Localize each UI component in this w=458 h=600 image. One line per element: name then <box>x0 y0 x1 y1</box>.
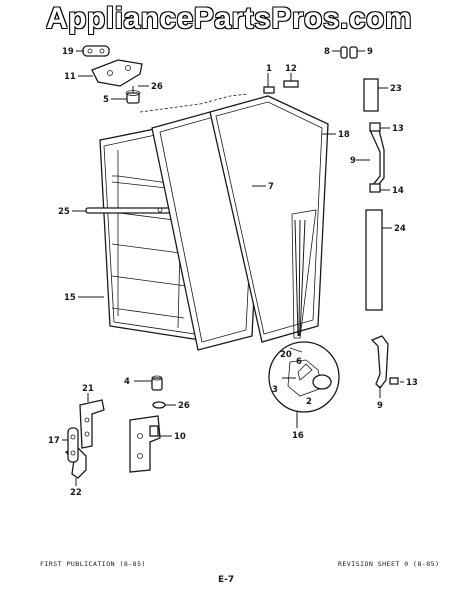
cap-part-8 <box>340 46 348 59</box>
leader-lines <box>62 50 404 486</box>
washer-part-26-bottom <box>152 401 166 409</box>
callout-18: 18 <box>338 130 350 140</box>
callout-16: 16 <box>292 431 304 441</box>
callout-3: 3 <box>272 385 278 395</box>
callout-9-top: 9 <box>367 47 373 57</box>
callout-15: 15 <box>64 293 76 303</box>
callout-14: 14 <box>392 186 404 196</box>
callout-13-top: 13 <box>392 124 404 134</box>
callout-13-bottom: 13 <box>406 378 418 388</box>
bottom-hinge-part-10 <box>129 415 161 473</box>
callout-19: 19 <box>62 47 74 57</box>
callout-8: 8 <box>324 47 330 57</box>
callout-6: 6 <box>296 357 302 367</box>
handle-screw-part-13 <box>369 122 381 132</box>
hinge-pin-part-4 <box>151 377 163 391</box>
handle-trim-part-23 <box>363 78 379 112</box>
hinge-bushing-part-5 <box>126 92 140 104</box>
handle-screw-part-14 <box>369 183 381 193</box>
trim-part-12 <box>283 80 299 88</box>
callout-21: 21 <box>82 384 94 394</box>
hinge-shim-part-19 <box>82 45 110 57</box>
callout-22: 22 <box>70 488 82 498</box>
lock-assembly-part-16 <box>268 341 340 413</box>
lock-rod-channel <box>291 209 317 339</box>
page-number: E-7 <box>218 575 235 585</box>
callout-9-bottom: 9 <box>377 401 383 411</box>
footer-first-publication: FIRST PUBLICATION (8-85) <box>40 560 146 568</box>
callout-25: 25 <box>58 207 70 217</box>
callout-24: 24 <box>394 224 406 234</box>
handle-strip-part-24 <box>365 209 383 311</box>
callout-2: 2 <box>306 397 312 407</box>
door-handle-part-9 <box>369 125 385 192</box>
lower-handle-part-9 <box>370 335 389 389</box>
shelf-bar-part-25 <box>85 207 171 214</box>
alignment-line <box>139 93 249 113</box>
callout-20: 20 <box>280 350 292 360</box>
lower-screw-part-13 <box>389 377 399 385</box>
trim-part-1 <box>263 86 275 94</box>
bottom-hinge-part-21 <box>79 399 105 449</box>
callout-9-mid: 9 <box>350 156 356 166</box>
callout-7: 7 <box>268 182 274 192</box>
callout-23: 23 <box>390 84 402 94</box>
callout-4: 4 <box>124 377 130 387</box>
outer-door-panel-part-18 <box>209 95 329 343</box>
callout-1: 1 <box>266 64 272 74</box>
callout-11: 11 <box>64 72 76 82</box>
callout-26-top: 26 <box>151 82 163 92</box>
footer-revision-sheet: REVISION SHEET 0 (8-85) <box>338 560 440 568</box>
callout-labels: 19 11 26 5 1 12 8 9 23 13 18 9 7 14 25 2… <box>48 47 418 498</box>
callout-26-bottom: 26 <box>178 401 190 411</box>
top-hinge-assembly <box>82 45 149 104</box>
handle-end-part-9-top <box>349 46 358 59</box>
callout-17: 17 <box>48 436 60 446</box>
top-hinge-part-11 <box>91 59 143 87</box>
callout-12: 12 <box>285 64 297 74</box>
callout-10: 10 <box>174 432 186 442</box>
hinge-shim-part-17 <box>67 427 79 463</box>
callout-5: 5 <box>103 95 109 105</box>
watermark-logo: AppliancePartsPros.com <box>45 2 413 35</box>
